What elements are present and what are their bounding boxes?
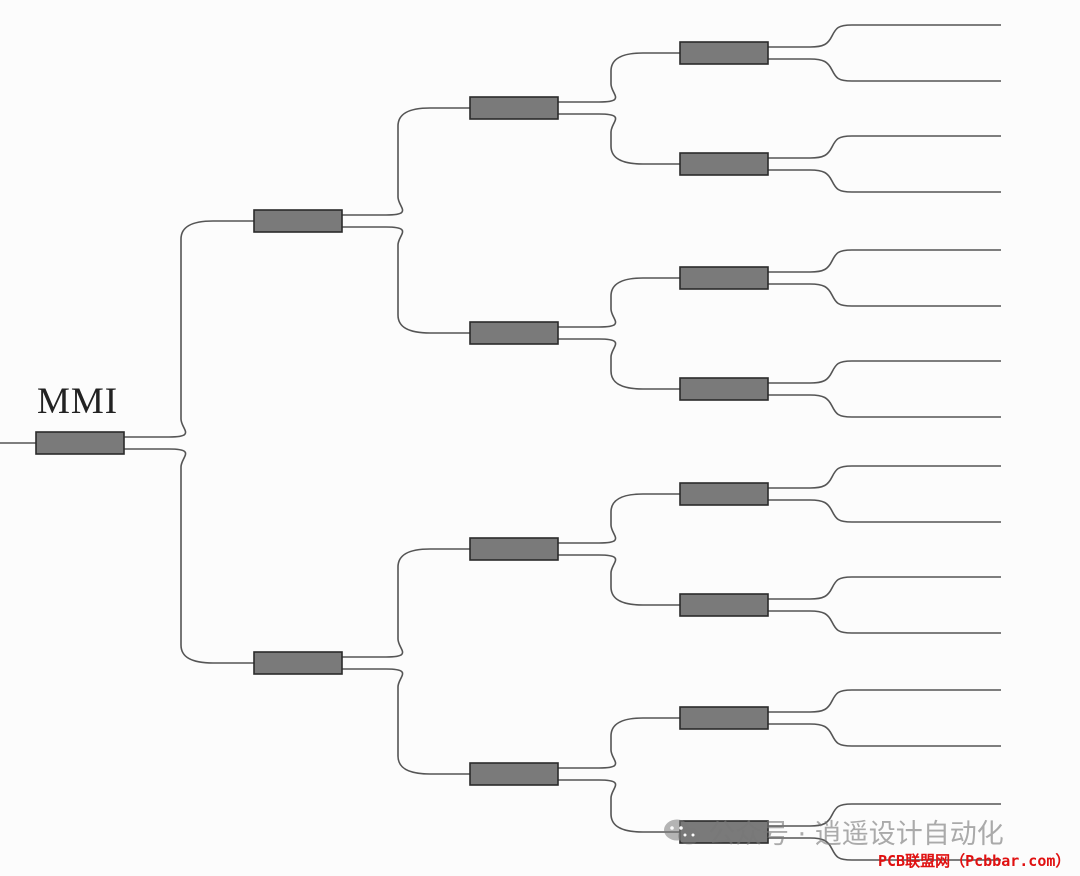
output-waveguide — [768, 465, 1001, 489]
output-waveguide — [768, 24, 1001, 48]
wechat-icon — [662, 817, 702, 847]
mmi-block — [679, 41, 769, 65]
mmi-block — [253, 209, 343, 233]
mmi-block — [679, 377, 769, 401]
output-waveguide — [768, 58, 1001, 82]
waveguide-branch — [558, 113, 680, 165]
output-waveguide — [768, 169, 1001, 193]
output-waveguide — [768, 249, 1001, 273]
output-waveguide — [768, 837, 1001, 861]
waveguide-branch — [342, 107, 470, 216]
waveguide-branch — [558, 338, 680, 390]
output-waveguide — [768, 803, 1001, 827]
mmi-block — [469, 96, 559, 120]
credit-text: PCB联盟网（Pcbbar.com） — [878, 852, 1071, 870]
output-waveguide — [768, 689, 1001, 713]
output-waveguide — [768, 135, 1001, 159]
output-waveguide — [768, 499, 1001, 523]
mmi-block — [679, 152, 769, 176]
watermark-text: 公众号 · 逍遥设计自动化 — [708, 819, 1004, 850]
waveguide-branch — [124, 448, 254, 664]
output-waveguide — [768, 576, 1001, 600]
waveguide-branch — [558, 52, 680, 103]
waveguide-branch — [558, 554, 680, 606]
waveguide-branch — [342, 226, 470, 334]
mmi-block — [469, 537, 559, 561]
mmi-block — [679, 482, 769, 506]
output-waveguide — [768, 394, 1001, 418]
waveguide-branch — [342, 548, 470, 658]
output-waveguide — [768, 610, 1001, 634]
mmi-block — [469, 321, 559, 345]
waveguide-branch — [558, 779, 680, 833]
output-waveguide — [768, 723, 1001, 747]
waveguide-branch — [558, 277, 680, 328]
output-waveguide — [768, 283, 1001, 307]
watermark: 公众号 · 逍遥设计自动化 — [662, 812, 1004, 851]
mmi-block — [253, 651, 343, 675]
mmi-block — [469, 762, 559, 786]
mmi-label: MMI — [37, 381, 119, 422]
waveguide-branch — [558, 717, 680, 769]
waveguide-branch — [558, 493, 680, 544]
waveguide-branch — [124, 220, 254, 438]
mmi-block — [35, 431, 125, 455]
mmi-block — [679, 593, 769, 617]
mmi-block — [679, 706, 769, 730]
output-waveguide — [768, 360, 1001, 384]
waveguide-branch — [342, 668, 470, 775]
mmi-block — [679, 266, 769, 290]
